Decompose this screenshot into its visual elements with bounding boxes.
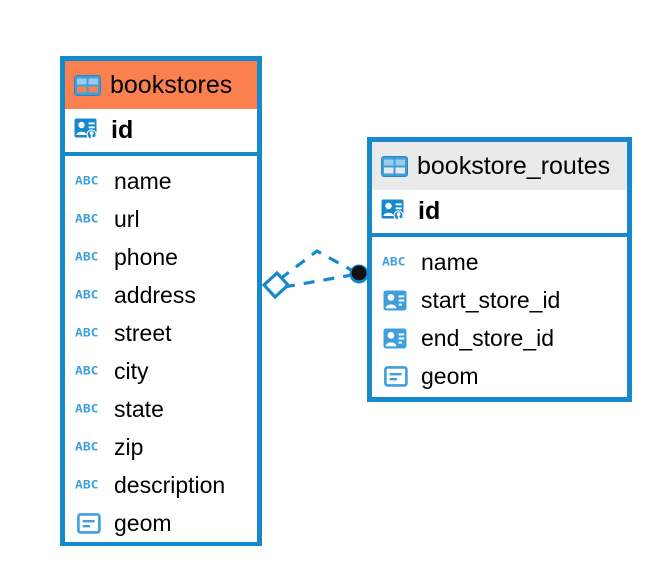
circle-marker-ring-icon bbox=[349, 264, 369, 284]
column-label: url bbox=[114, 205, 140, 232]
column-row-street[interactable]: ABC street bbox=[65, 314, 257, 352]
table-grid-icon bbox=[74, 74, 101, 96]
column-row-description[interactable]: ABC description bbox=[65, 466, 257, 504]
column-row-name[interactable]: ABC name bbox=[65, 162, 257, 200]
column-label: name bbox=[421, 248, 479, 275]
column-label: geom bbox=[421, 362, 479, 389]
table-bookstore-routes[interactable]: bookstore_routes id bbox=[367, 137, 632, 402]
text-abc-icon: ABC bbox=[75, 250, 99, 264]
column-label: street bbox=[114, 319, 172, 346]
column-label: address bbox=[114, 281, 196, 308]
column-row-state[interactable]: ABC state bbox=[65, 390, 257, 428]
column-label: end_store_id bbox=[421, 324, 554, 351]
column-label: phone bbox=[114, 243, 178, 270]
primary-key-icon bbox=[381, 199, 409, 225]
text-abc-icon: ABC bbox=[75, 174, 99, 188]
table-header-bookstore-routes[interactable]: bookstore_routes bbox=[372, 142, 627, 190]
geometry-icon bbox=[382, 365, 413, 387]
table-bookstores[interactable]: bookstores id bbox=[60, 56, 262, 546]
column-row-geom[interactable]: geom bbox=[65, 504, 257, 542]
column-label: geom bbox=[114, 509, 172, 536]
circle-marker-icon bbox=[351, 265, 367, 281]
geometry-icon bbox=[75, 512, 106, 534]
column-row-id[interactable]: id bbox=[65, 109, 257, 156]
column-label: state bbox=[114, 395, 164, 422]
column-row-name[interactable]: ABC name bbox=[372, 243, 627, 281]
column-row-id[interactable]: id bbox=[372, 190, 627, 237]
column-label: description bbox=[114, 471, 226, 498]
column-row-url[interactable]: ABC url bbox=[65, 200, 257, 238]
column-row-phone[interactable]: ABC phone bbox=[65, 238, 257, 276]
foreign-key-icon bbox=[382, 328, 413, 349]
text-abc-icon: ABC bbox=[75, 288, 99, 302]
column-row-end-store-id[interactable]: end_store_id bbox=[372, 319, 627, 357]
column-row-zip[interactable]: ABC zip bbox=[65, 428, 257, 466]
column-row-geom[interactable]: geom bbox=[372, 357, 627, 395]
column-label: city bbox=[114, 357, 149, 384]
column-row-city[interactable]: ABC city bbox=[65, 352, 257, 390]
column-list-bookstores: ABC name ABC url ABC phone ABC address A… bbox=[65, 156, 257, 542]
column-list-bookstore-routes: ABC name start_store_id bbox=[372, 237, 627, 395]
text-abc-icon: ABC bbox=[75, 440, 99, 454]
text-abc-icon: ABC bbox=[75, 364, 99, 378]
text-abc-icon: ABC bbox=[75, 326, 99, 340]
text-abc-icon: ABC bbox=[75, 478, 99, 492]
text-abc-icon: ABC bbox=[75, 402, 99, 416]
table-grid-icon bbox=[381, 155, 408, 177]
primary-key-icon bbox=[74, 118, 102, 144]
table-header-bookstores[interactable]: bookstores bbox=[65, 61, 257, 109]
relationship-line-end-store bbox=[283, 273, 353, 289]
column-row-start-store-id[interactable]: start_store_id bbox=[372, 281, 627, 319]
table-title: bookstore_routes bbox=[417, 151, 611, 180]
column-row-address[interactable]: ABC address bbox=[65, 276, 257, 314]
text-abc-icon: ABC bbox=[75, 212, 99, 226]
column-label: start_store_id bbox=[421, 286, 561, 313]
diamond-marker-icon bbox=[261, 270, 291, 300]
text-abc-icon: ABC bbox=[382, 255, 406, 269]
column-label: name bbox=[114, 167, 172, 194]
relationship-line-start-store bbox=[279, 249, 354, 281]
column-label: id bbox=[111, 116, 134, 144]
column-label: id bbox=[418, 197, 441, 225]
column-label: zip bbox=[114, 433, 144, 460]
foreign-key-icon bbox=[382, 290, 413, 311]
table-title: bookstores bbox=[110, 70, 233, 99]
